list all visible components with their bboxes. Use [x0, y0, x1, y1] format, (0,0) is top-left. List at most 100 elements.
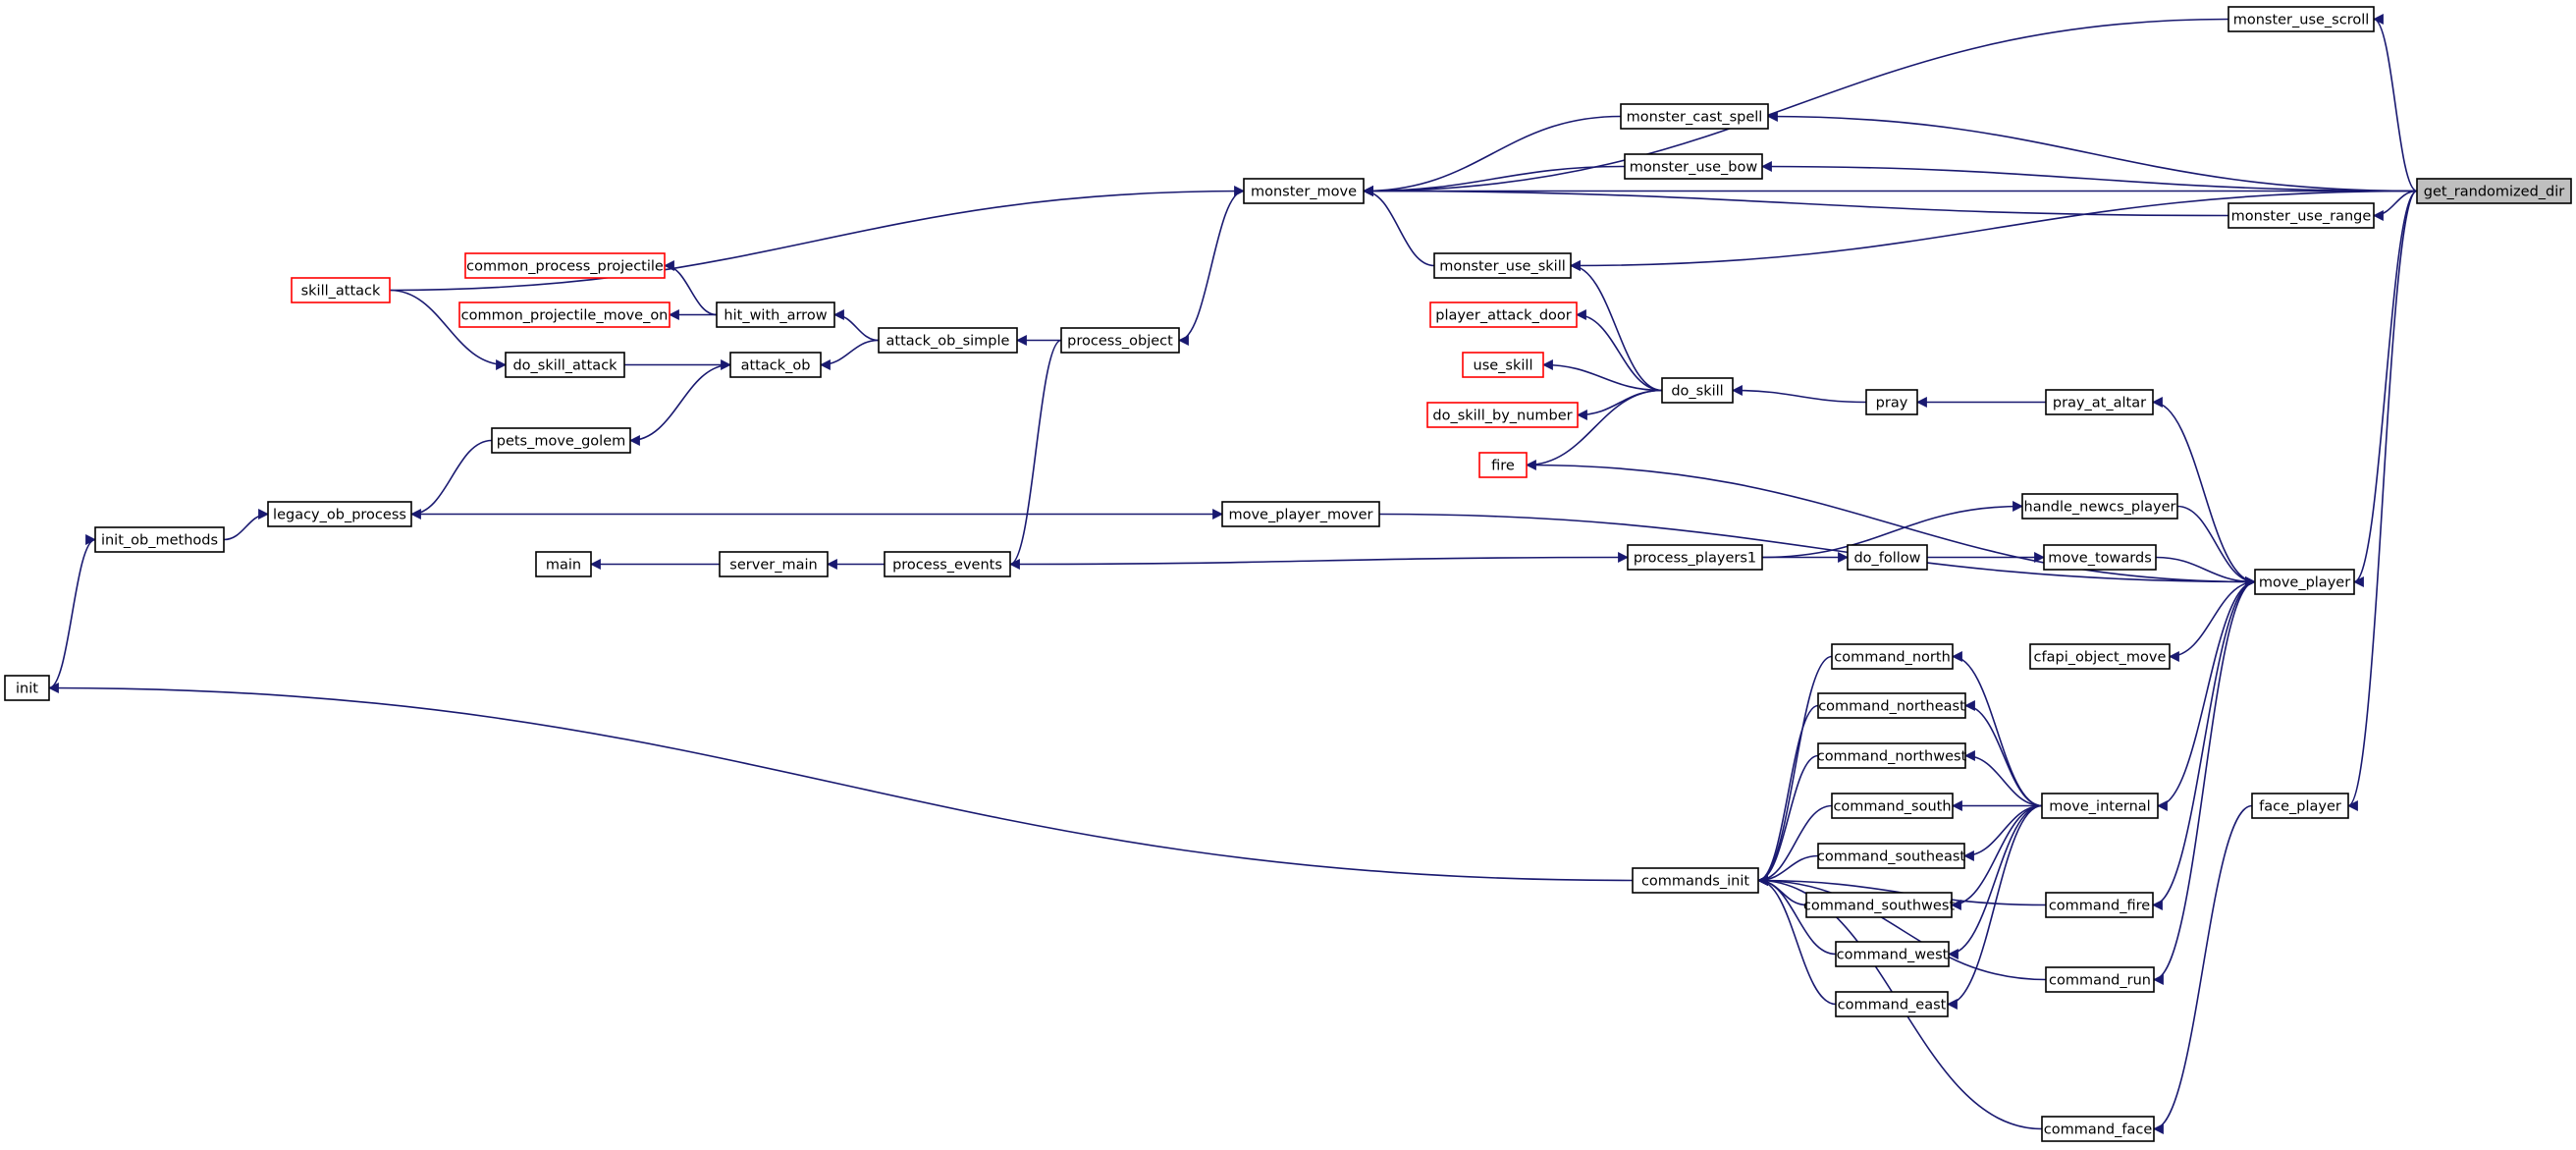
node-box	[2254, 569, 2355, 595]
edge-commands_init-to-command_run	[1756, 875, 2047, 981]
node-pets-move-golem[interactable]: pets_move_golem	[491, 427, 631, 454]
node-command-northwest[interactable]: command_northwest	[1817, 742, 1967, 769]
node-move-player[interactable]: move_player	[2254, 569, 2355, 595]
node-box	[2041, 793, 2159, 819]
node-player-attack-door[interactable]: player_attack_door	[1429, 301, 1578, 328]
edge-command_north-to-move_internal	[1951, 651, 2043, 807]
node-label: monster_use_range	[2231, 209, 2372, 225]
node-box	[2227, 202, 2375, 229]
node-box	[291, 277, 391, 303]
node-attack-ob-simple[interactable]: attack_ob_simple	[878, 327, 1018, 354]
node-command-fire[interactable]: command_fire	[2045, 892, 2154, 918]
node-monster-use-range[interactable]: monster_use_range	[2227, 202, 2375, 229]
node-box	[878, 327, 1018, 354]
node-handle-newcs-player[interactable]: handle_newcs_player	[2021, 493, 2178, 520]
node-fire[interactable]: fire	[1478, 452, 1528, 478]
node-label: do_skill	[1671, 384, 1723, 400]
node-box	[2045, 892, 2154, 918]
node-command-southwest[interactable]: command_southwest	[1803, 892, 1955, 918]
node-init-ob-methods[interactable]: init_ob_methods	[94, 526, 225, 553]
node-box	[491, 427, 631, 454]
node-box	[505, 352, 625, 378]
node-label: command_northeast	[1818, 699, 1965, 715]
node-box	[2041, 1116, 2155, 1142]
node-label: command_northwest	[1817, 749, 1967, 765]
edge-init-to-commands_init	[47, 683, 1634, 882]
node-box	[4, 675, 50, 701]
node-box	[1817, 843, 1965, 869]
node-attack-ob[interactable]: attack_ob	[729, 352, 822, 378]
edge-monster_use_skill-to-do_skill	[1569, 260, 1663, 392]
node-box	[464, 252, 666, 279]
edge-monster_move-to-monster_use_scroll	[1362, 18, 2229, 196]
node-do-skill-by-number[interactable]: do_skill_by_number	[1426, 402, 1579, 428]
edge-process_object-to-monster_move	[1177, 190, 1245, 346]
node-label: legacy_ob_process	[273, 508, 406, 523]
edge-monster_use_range-to-get_randomized_dir	[2372, 190, 2418, 221]
node-box	[884, 551, 1011, 577]
node-command-northeast[interactable]: command_northeast	[1817, 692, 1966, 719]
node-legacy-ob-process[interactable]: legacy_ob_process	[267, 501, 412, 527]
node-monster-use-bow[interactable]: monster_use_bow	[1624, 153, 1763, 180]
node-do-skill[interactable]: do_skill	[1661, 377, 1734, 404]
node-commands-init[interactable]: commands_init	[1632, 867, 1759, 894]
edge-do_skill_attack-to-skill_attack	[389, 289, 508, 370]
node-main[interactable]: main	[535, 551, 592, 577]
node-box	[1847, 544, 1928, 571]
node-face-player[interactable]: face_player	[2251, 793, 2349, 819]
node-label: command_south	[1833, 799, 1951, 815]
node-hit-with-arrow[interactable]: hit_with_arrow	[716, 301, 835, 328]
node-pray-at-altar[interactable]: pray_at_altar	[2045, 389, 2154, 415]
node-monster-cast-spell[interactable]: monster_cast_spell	[1620, 103, 1769, 130]
node-process-players1[interactable]: process_players1	[1627, 544, 1763, 571]
node-command-southeast[interactable]: command_southeast	[1817, 843, 1965, 869]
node-do-follow[interactable]: do_follow	[1847, 544, 1928, 571]
node-label: pets_move_golem	[497, 434, 626, 450]
edge-monster_move-to-monster_cast_spell	[1362, 115, 1622, 196]
node-box	[1624, 153, 1763, 180]
node-move-internal[interactable]: move_internal	[2041, 793, 2159, 819]
node-move-towards[interactable]: move_towards	[2043, 544, 2157, 571]
node-label: process_players1	[1634, 551, 1756, 567]
node-label: init	[16, 682, 38, 697]
edge-command_run-to-move_player	[2152, 580, 2256, 985]
node-process-events[interactable]: process_events	[884, 551, 1011, 577]
node-command-west[interactable]: command_west	[1835, 941, 1950, 967]
node-label: process_object	[1067, 334, 1173, 350]
node-init[interactable]: init	[4, 675, 50, 701]
node-box	[716, 301, 835, 328]
edge-monster_cast_spell-to-get_randomized_dir	[1766, 111, 2418, 192]
node-pray[interactable]: pray	[1865, 389, 1918, 415]
node-monster-move[interactable]: monster_move	[1243, 178, 1365, 204]
node-box	[2416, 178, 2572, 204]
node-box	[458, 301, 671, 328]
node-monster-use-skill[interactable]: monster_use_skill	[1433, 252, 1572, 279]
edge-fire-to-do_skill	[1525, 389, 1663, 470]
node-move-player-mover[interactable]: move_player_mover	[1221, 501, 1380, 527]
node-label: monster_move	[1251, 185, 1357, 200]
node-common-process-projectile[interactable]: common_process_projectile	[464, 252, 666, 279]
node-command-run[interactable]: command_run	[2045, 966, 2155, 993]
node-common-projectile-move-on[interactable]: common_projectile_move_on	[458, 301, 671, 328]
edge-face_player-to-get_randomized_dir	[2346, 190, 2418, 811]
node-monster-use-scroll[interactable]: monster_use_scroll	[2227, 6, 2375, 32]
edge-legacy_ob_process-to-pets_move_golem	[409, 439, 493, 520]
node-use-skill[interactable]: use_skill	[1462, 352, 1544, 378]
node-command-face[interactable]: command_face	[2041, 1116, 2155, 1142]
node-do-skill-attack[interactable]: do_skill_attack	[505, 352, 625, 378]
node-command-east[interactable]: command_east	[1835, 991, 1949, 1017]
edge-command_northeast-to-move_internal	[1963, 700, 2043, 807]
node-command-north[interactable]: command_north	[1831, 643, 1954, 670]
node-cfapi-object-move[interactable]: cfapi_object_move	[2029, 643, 2171, 670]
node-skill-attack[interactable]: skill_attack	[291, 277, 391, 303]
node-process-object[interactable]: process_object	[1060, 327, 1180, 354]
node-command-south[interactable]: command_south	[1831, 793, 1954, 819]
edge-move_player-to-fire	[1526, 464, 2257, 587]
node-server-main[interactable]: server_main	[719, 551, 829, 577]
node-box	[1429, 301, 1578, 328]
node-box	[2227, 6, 2375, 32]
node-label: command_southwest	[1803, 899, 1955, 914]
edge-monster_use_skill-to-get_randomized_dir	[1569, 190, 2418, 271]
node-get-randomized-dir[interactable]: get_randomized_dir	[2416, 178, 2572, 204]
